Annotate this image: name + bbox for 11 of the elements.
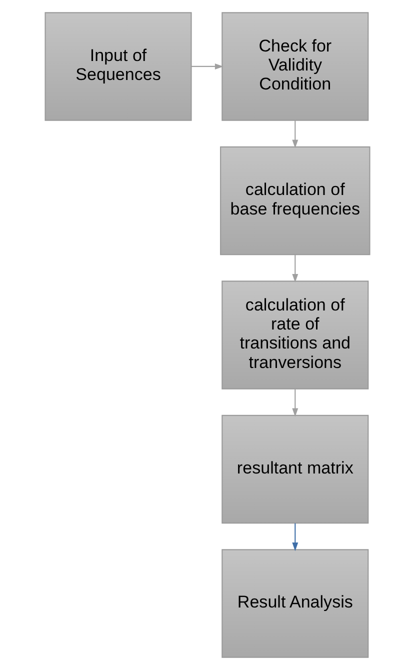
node-box: Check for Validity Condition — [222, 12, 369, 121]
arrow — [292, 254, 298, 283]
node-box: resultant matrix — [222, 414, 369, 524]
arrow — [292, 523, 298, 552]
arrow — [292, 389, 298, 417]
node-box: Result Analysis — [222, 549, 369, 658]
arrow — [192, 63, 224, 70]
node-box: calculation of rate of transitions and tranversions — [222, 280, 369, 390]
node-box: calculation of base frequencies — [220, 146, 370, 256]
arrow — [292, 120, 298, 148]
node-box: Input of Sequences — [44, 12, 192, 121]
